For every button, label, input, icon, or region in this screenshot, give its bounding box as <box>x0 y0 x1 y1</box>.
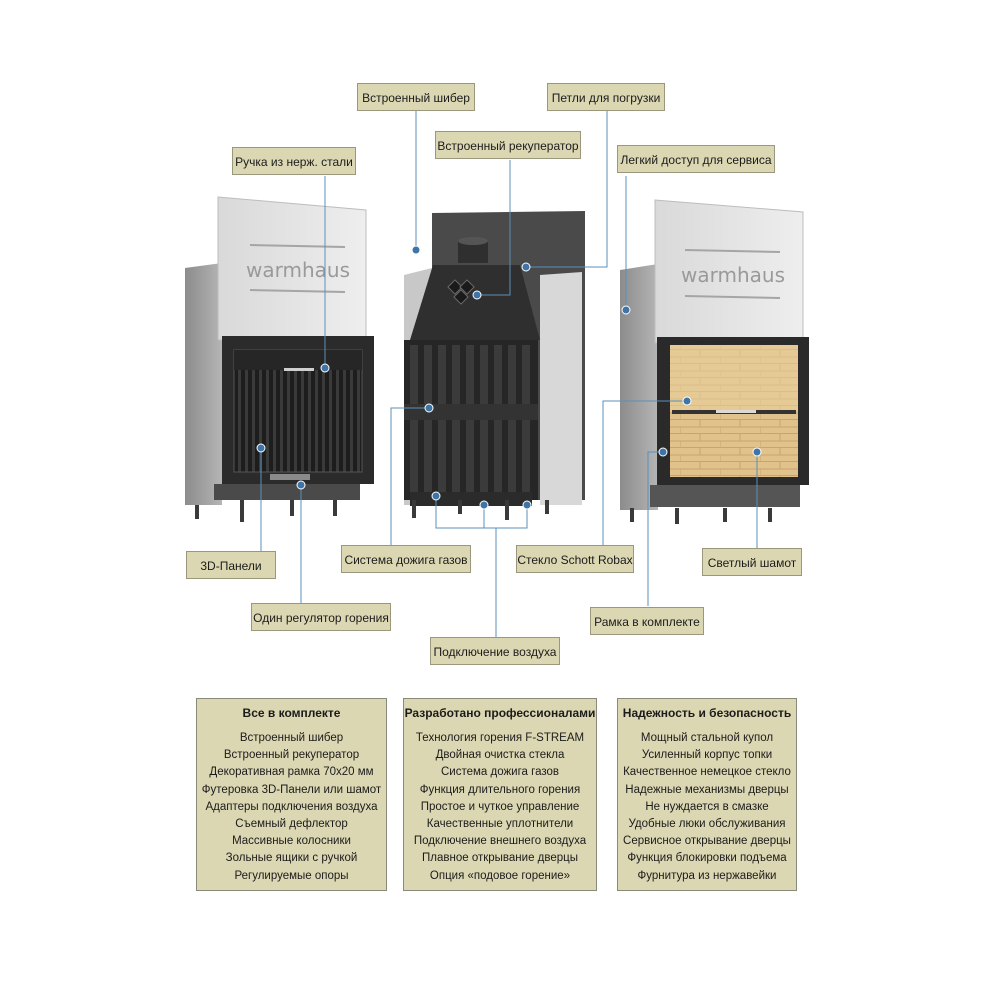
leader-dots <box>256 245 762 510</box>
list-item: Адаптеры подключения воздуха <box>205 800 378 813</box>
callout-service-access: Легкий доступ для сервиса <box>617 145 775 173</box>
list-item: Двойная очистка стекла <box>435 749 565 762</box>
list-item: Качественное немецкое стекло <box>623 766 791 779</box>
panel-list: Мощный стальной купол Усиленный корпус т… <box>618 730 796 885</box>
fireplace-center <box>404 211 585 520</box>
callout-gas-afterburn: Система дожига газов <box>341 545 471 573</box>
list-item: Сервисное открывание дверцы <box>623 835 791 848</box>
panel-list: Встроенный шибер Встроенный рекуператор … <box>197 730 386 885</box>
list-item: Система дожига газов <box>441 766 559 779</box>
list-item: Встроенный рекуператор <box>223 749 360 762</box>
list-item: Функция длительного горения <box>419 783 581 796</box>
callout-lifting-loops: Петли для погрузки <box>547 83 665 111</box>
list-item: Массивные колосники <box>232 835 351 848</box>
list-item: Подключение внешнего воздуха <box>413 835 587 848</box>
callout-steel-handle: Ручка из нерж. стали <box>232 147 356 175</box>
list-item: Зольные ящики с ручкой <box>225 852 358 865</box>
list-item: Удобные люки обслуживания <box>628 818 786 831</box>
list-item: Надежные механизмы дверцы <box>625 783 789 796</box>
panel-title: Разработано профессионалами <box>404 706 596 720</box>
list-item: Декоративная рамка 70х20 мм <box>209 766 374 779</box>
list-item: Фурнитура из нержавейки <box>637 869 777 882</box>
leader-lines <box>260 110 758 637</box>
panel-complete-set: Все в комплекте Встроенный шибер Встроен… <box>196 698 387 891</box>
callout-single-regulator: Один регулятор горения <box>251 603 391 631</box>
panel-title: Надежность и безопасность <box>622 706 792 720</box>
callout-3d-panels: 3D-Панели <box>186 551 276 579</box>
list-item: Не нуждается в смазке <box>645 800 769 813</box>
list-item: Опция «подовое горение» <box>429 869 571 882</box>
callout-built-in-damper: Встроенный шибер <box>357 83 475 111</box>
brand-logo: warmhaus <box>246 258 350 282</box>
fireplace-illustration: warmhaus <box>185 110 809 637</box>
list-item: Футеровка 3D-Панели или шамот <box>201 783 382 796</box>
callout-air-connection: Подключение воздуха <box>430 637 560 665</box>
list-item: Простое и чуткое управление <box>420 800 580 813</box>
fireplace-left: warmhaus <box>185 196 374 522</box>
list-item: Встроенный шибер <box>239 732 344 744</box>
fireplace-right: warmhaus <box>620 199 809 524</box>
brand-logo: warmhaus <box>681 263 785 287</box>
list-item: Регулируемые опоры <box>234 869 349 882</box>
panel-professional-design: Разработано профессионалами Технология г… <box>403 698 597 891</box>
callout-frame-included: Рамка в комплекте <box>590 607 704 635</box>
panel-title: Все в комплекте <box>242 706 341 720</box>
panel-reliability-safety: Надежность и безопасность Мощный стально… <box>617 698 797 891</box>
list-item: Технология горения F-STREAM <box>415 732 585 744</box>
panel-list: Технология горения F-STREAM Двойная очис… <box>404 730 596 885</box>
list-item: Плавное открывание дверцы <box>422 852 578 865</box>
list-item: Усиленный корпус топки <box>641 749 773 762</box>
callout-schott-glass: Стекло Schott Robax <box>516 545 634 573</box>
callout-built-in-recuperator: Встроенный рекуператор <box>435 131 581 159</box>
list-item: Функция блокировки подъема <box>627 852 787 865</box>
list-item: Мощный стальной купол <box>640 732 774 744</box>
callout-light-chamotte: Светлый шамот <box>702 548 802 576</box>
list-item: Съемный дефлектор <box>235 818 348 831</box>
list-item: Качественные уплотнители <box>426 818 574 831</box>
